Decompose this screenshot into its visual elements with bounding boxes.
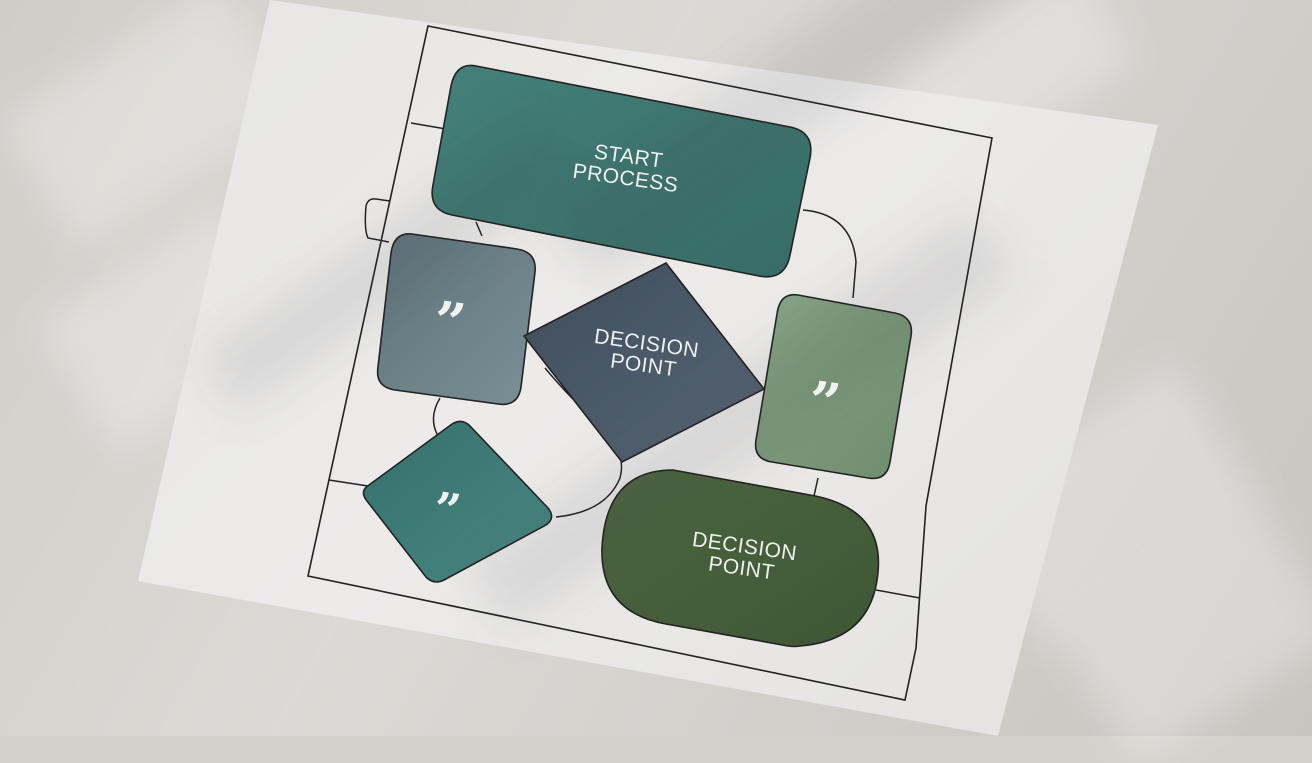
connector-curve (813, 477, 819, 497)
diagram-frame (307, 25, 993, 701)
flowchart-diagram (307, 25, 993, 701)
decision-pill-node (601, 469, 880, 648)
quote-node-right (754, 293, 913, 480)
start-node (431, 64, 812, 278)
quote-icon: ” (804, 368, 845, 436)
quote-icon: ” (429, 288, 470, 356)
connector-line (328, 479, 369, 487)
connector-curve (475, 221, 483, 237)
connector-curve (802, 209, 857, 299)
connector-tab (364, 198, 391, 243)
connector-curve (432, 397, 441, 437)
connector-line (875, 589, 921, 599)
quote-node-bottom (362, 420, 553, 583)
quote-icon: ” (430, 481, 465, 539)
decision-diamond-node (522, 261, 766, 464)
quote-node-left (376, 233, 536, 406)
